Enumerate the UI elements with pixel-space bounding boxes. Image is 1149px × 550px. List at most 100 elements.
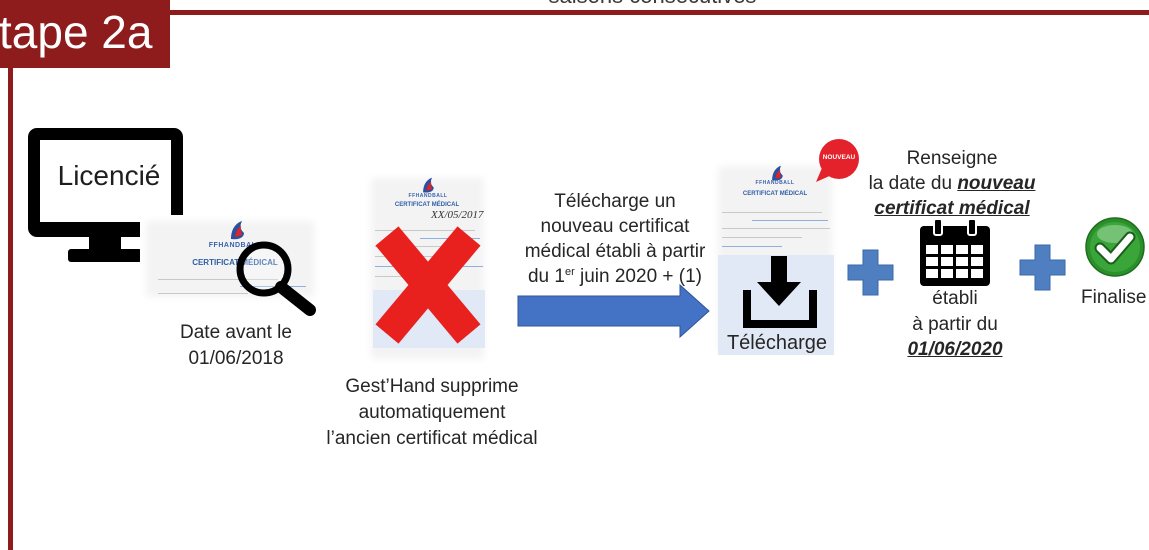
renseigne-emphasis: nouveau — [957, 173, 1036, 194]
certificate-title: CERTIFICAT MÉDICAL — [742, 191, 808, 197]
plus-icon — [847, 249, 894, 296]
renseigne-prefix: la date du — [868, 173, 958, 194]
calendar-cell — [956, 257, 968, 266]
logo-red-shape — [426, 181, 433, 191]
caption-line: Date avant le — [180, 322, 292, 343]
caption-line: automatiquement — [358, 402, 506, 423]
certificate-form-line — [722, 228, 830, 229]
monitor-screen — [40, 140, 171, 222]
certificate-form-line — [722, 212, 822, 213]
calendar-cell — [956, 269, 968, 278]
calendar-cell — [926, 269, 938, 278]
instruction-line: médical établi à partir — [524, 241, 706, 262]
instruction-line: nouveau certificat — [540, 216, 690, 237]
download-instruction: Télécharge un nouveau certificat médical… — [505, 189, 725, 292]
certificate-form-line — [375, 246, 480, 247]
calendar-cell — [926, 257, 938, 266]
download-arrow-head — [757, 282, 801, 306]
instruction-date-prefix: du 1 — [527, 266, 565, 287]
renseigne-line: certificat médical — [857, 196, 1047, 221]
magnifier-handle — [275, 281, 316, 316]
magnifier-lens — [236, 241, 292, 297]
calendar-ring — [967, 218, 977, 236]
licencie-caption: Date avant le 01/06/2018 — [146, 320, 326, 372]
new-badge — [816, 139, 859, 182]
monitor-icon — [28, 128, 183, 262]
certificate-date: XX/05/2017 — [431, 209, 484, 221]
red-cross-icon — [375, 226, 481, 344]
certificate-form-line — [722, 237, 802, 238]
logo-red-shape — [235, 226, 242, 237]
certificate-brand: FFHANDBALL — [408, 193, 448, 199]
certificate-brand: FFHANDBALL — [208, 242, 262, 249]
renseigne-emphasis: certificat médical — [874, 198, 1030, 219]
check-mark — [1096, 233, 1134, 263]
renseigne-title: Renseigne — [906, 148, 998, 169]
download-arrow-shaft — [771, 256, 787, 286]
new-badge-label: NOUVEAU — [822, 154, 856, 161]
certificate-form-line — [722, 246, 782, 247]
green-check-icon — [1085, 217, 1145, 277]
calendar-cell — [971, 257, 983, 266]
monitor-neck — [89, 236, 121, 252]
calendar-cell — [941, 257, 953, 266]
calendar-cell — [956, 245, 968, 254]
calendar-icon — [920, 218, 990, 286]
renseigne-line: la date du nouveau — [857, 171, 1047, 196]
ffhandball-logo — [231, 221, 244, 240]
calendar-grid — [926, 245, 983, 278]
caption-line: Gest’Hand supprime — [345, 376, 519, 397]
instruction-line: Télécharge un — [554, 191, 676, 212]
detail-line: établi — [932, 288, 978, 309]
ffhandball-logo — [423, 177, 434, 193]
instruction-date-ordinal: er — [564, 266, 575, 278]
certificate-form-line — [240, 286, 306, 287]
download-tray — [743, 290, 817, 328]
renseigne-detail: établi à partir du 01/06/2020 — [880, 286, 1030, 363]
calendar-cell — [941, 245, 953, 254]
ffhandball-logo — [772, 165, 783, 181]
suppression-caption: Gest’Hand supprime automatiquement l’anc… — [312, 374, 552, 452]
plus-shape — [1019, 244, 1066, 291]
badge-tail — [816, 168, 834, 182]
caption-date: 01/06/2018 — [188, 348, 284, 369]
calendar-cell — [941, 269, 953, 278]
monitor-base — [68, 249, 142, 262]
certificate-form-line — [158, 293, 248, 294]
calendar-ring — [933, 218, 943, 236]
certificate-form-line — [158, 279, 278, 280]
calendar-cell — [926, 245, 938, 254]
magnifying-glass-icon — [236, 241, 316, 316]
detail-line: à partir du — [912, 313, 998, 335]
licencie-label: Licencié — [57, 160, 161, 191]
badge-bubble — [819, 139, 859, 179]
finalise-label: Finalise — [1081, 287, 1147, 308]
instruction-line: du 1er juin 2020 + (1) — [505, 264, 725, 292]
old-certificate-preview: FFHANDBALL CERTIFICAT MÉDICAL — [140, 215, 320, 303]
renseigne-text: Renseigne la date du nouveau certificat … — [857, 146, 1047, 221]
arrow-shape — [517, 283, 710, 339]
step-label: tape 2a — [0, 6, 153, 58]
detail-date: 01/06/2020 — [907, 339, 1003, 360]
certificate-form-line — [752, 220, 828, 221]
calendar-cell — [971, 245, 983, 254]
plus-icon — [1019, 244, 1066, 291]
certificate-brand: FFHANDBALL — [755, 180, 795, 186]
calendar-cell — [971, 269, 983, 278]
certificate-title: CERTIFICAT MÉDICAL — [192, 258, 278, 267]
right-arrow-icon — [517, 283, 710, 339]
download-icon — [743, 256, 817, 328]
logo-red-shape — [775, 169, 782, 179]
plus-shape — [847, 249, 894, 296]
instruction-date-suffix: juin 2020 + (1) — [574, 266, 703, 287]
download-label: Télécharge — [726, 332, 828, 354]
top-caption: saisons consécutives — [540, 0, 765, 8]
caption-line: l’ancien certificat médical — [326, 428, 538, 449]
left-divider — [8, 68, 13, 550]
certificate-form-line — [375, 230, 475, 231]
certificate-title: CERTIFICAT MÉDICAL — [394, 202, 460, 208]
top-divider — [170, 10, 1149, 15]
cross-stroke — [375, 226, 481, 344]
step-header-box: tape 2a — [0, 0, 170, 68]
